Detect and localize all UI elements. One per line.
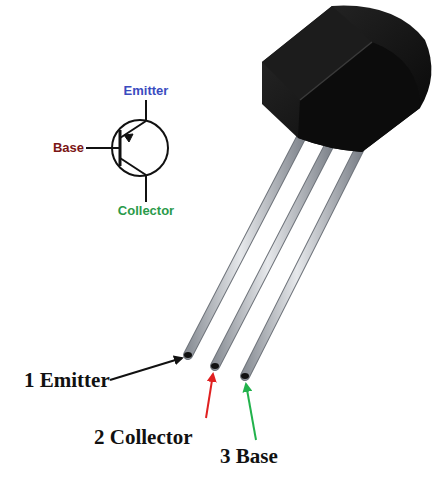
pin-callout: 2 Collector bbox=[94, 427, 193, 448]
pin-name: Base bbox=[53, 141, 84, 154]
leader-arrow bbox=[206, 374, 213, 418]
pnp-symbol bbox=[86, 100, 168, 202]
pin-callout: 3 Base bbox=[220, 446, 278, 467]
pin-name: Emitter bbox=[124, 84, 169, 97]
pin-callout: 1 Emitter bbox=[24, 370, 110, 391]
leader-arrow bbox=[246, 384, 256, 440]
pin-name: Collector bbox=[118, 204, 174, 217]
to92-body bbox=[262, 6, 431, 152]
transistor-leads bbox=[184, 130, 360, 379]
leader-arrow bbox=[110, 358, 182, 380]
